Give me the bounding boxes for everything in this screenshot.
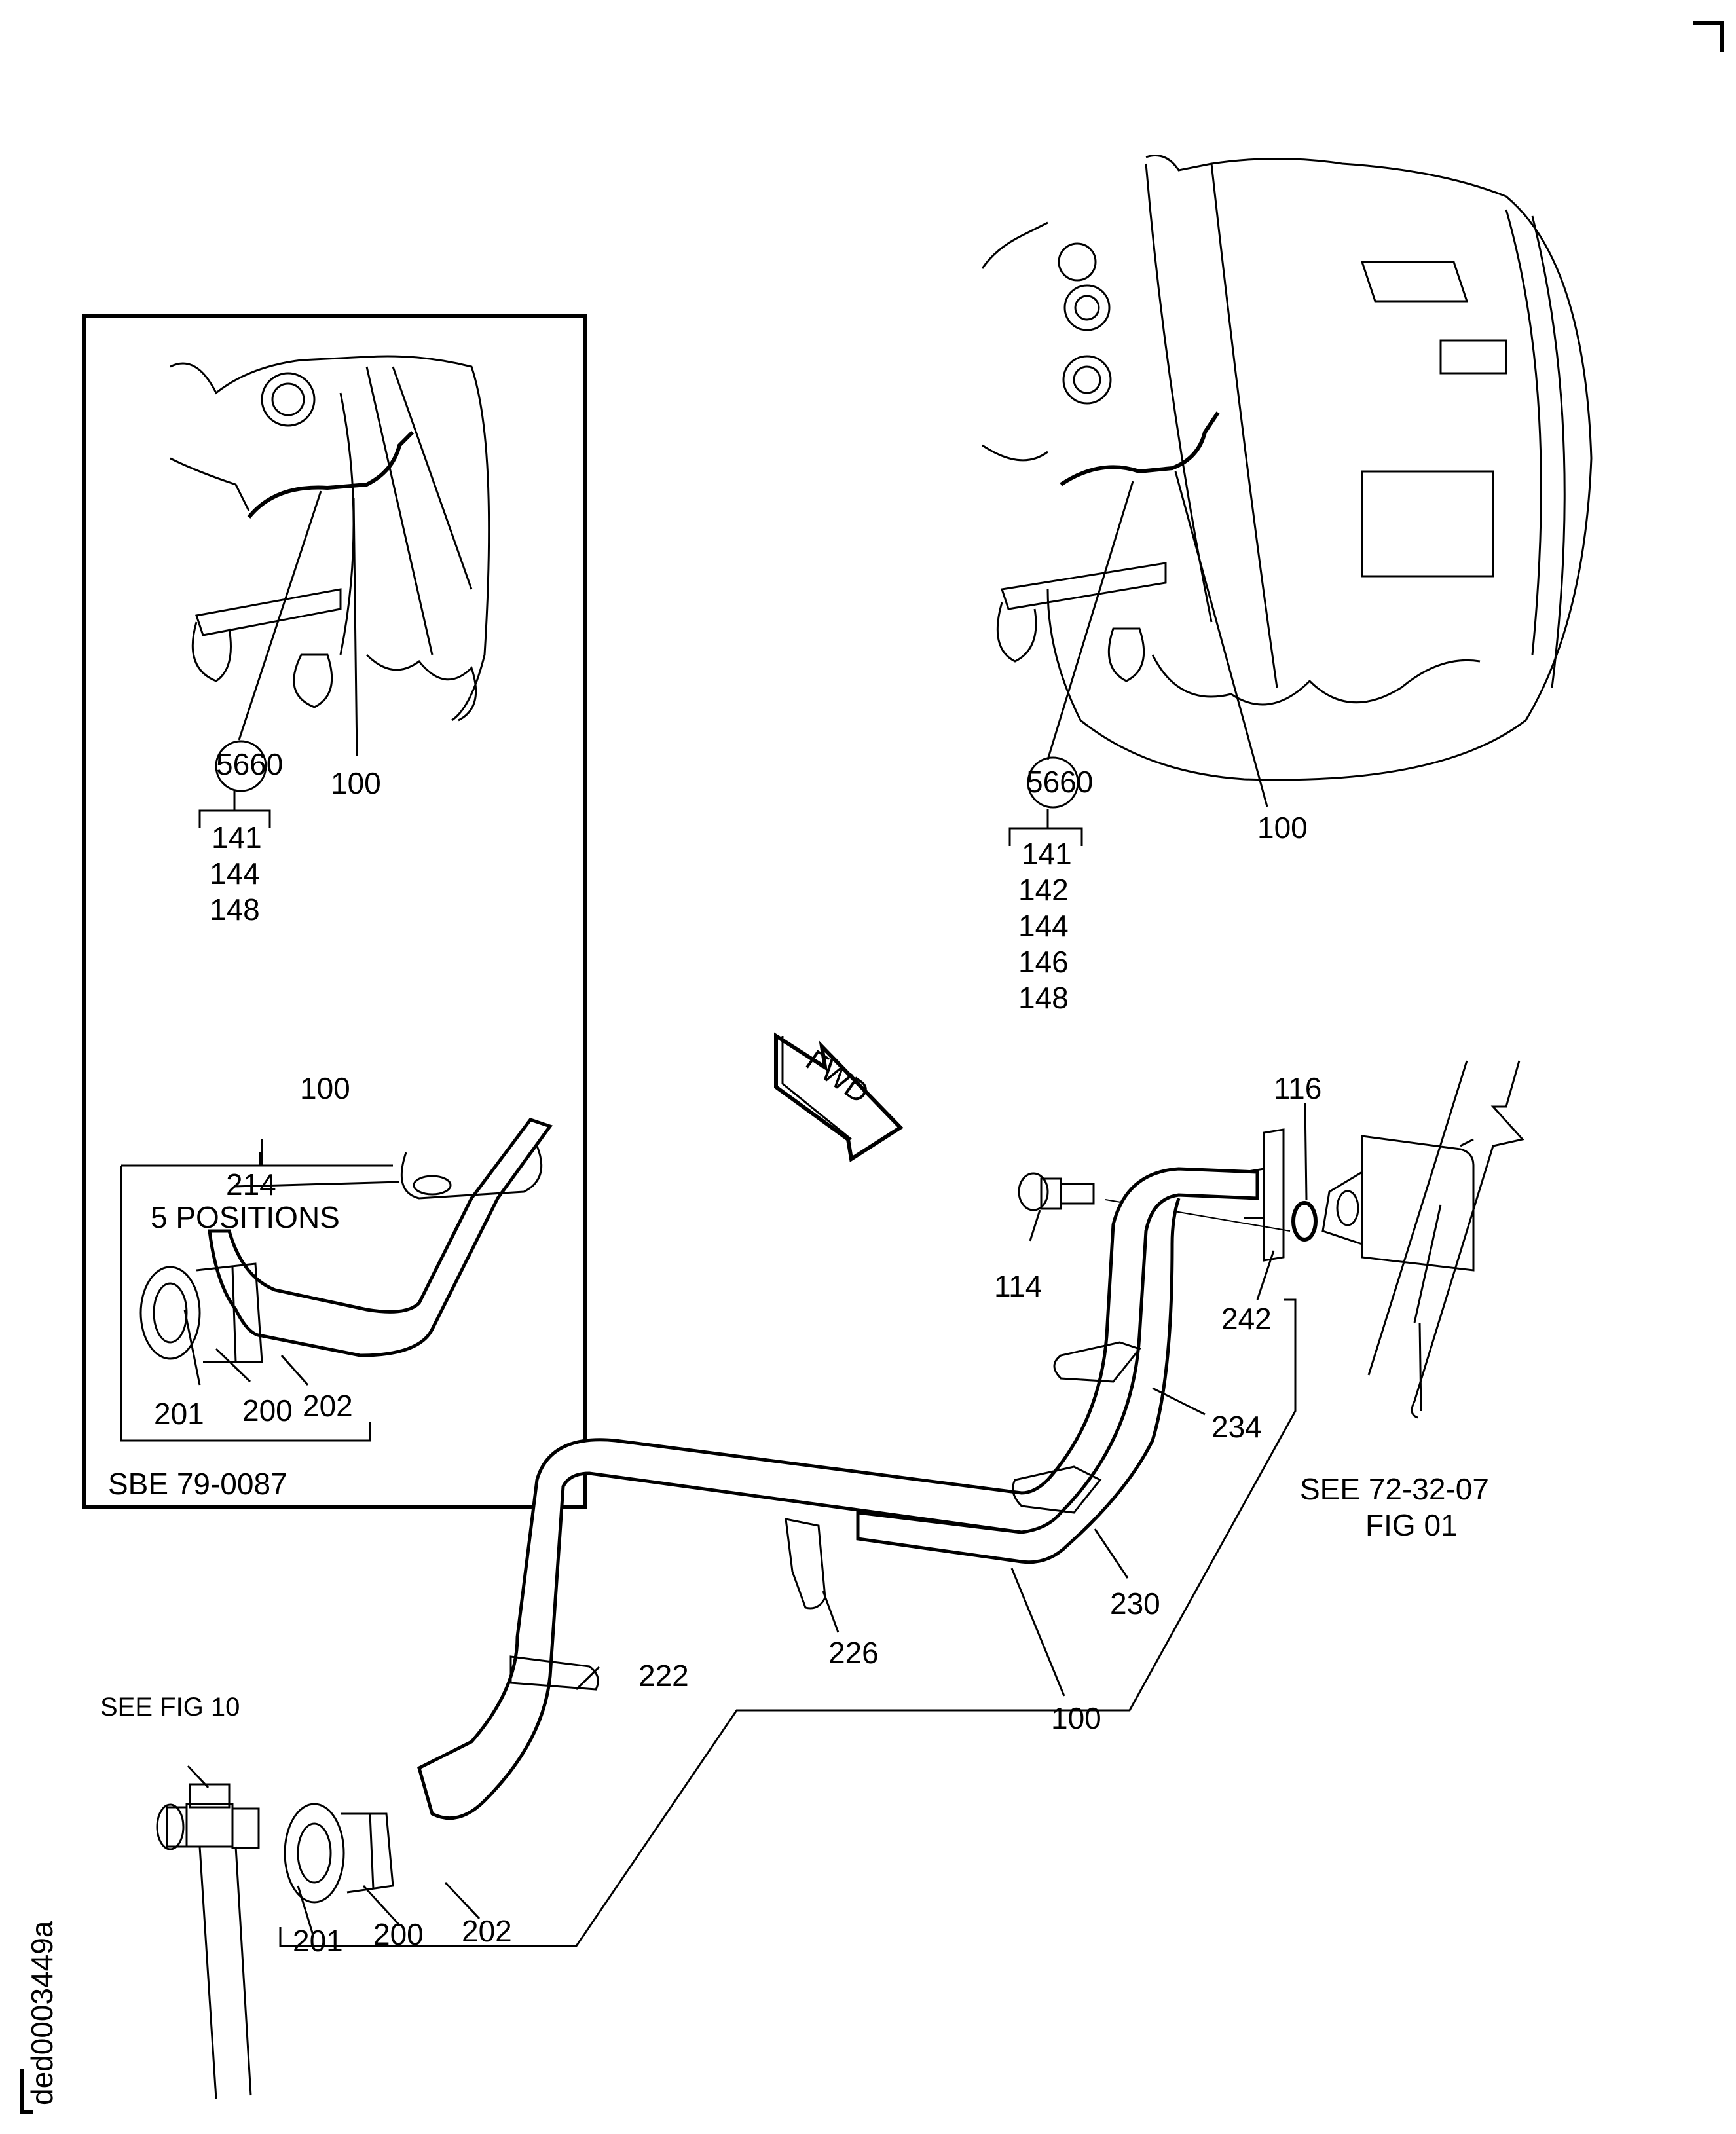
main-fitting <box>284 1803 394 1904</box>
callout-116: 116 <box>1274 1071 1321 1105</box>
inset-detail-frame-left <box>120 1166 289 1442</box>
inset-boss-note: 5 POSITIONS <box>151 1200 340 1234</box>
ref-72-32-07: SEE 72-32-07 <box>1300 1472 1489 1506</box>
inset-bracket-item-2: 148 <box>210 892 260 927</box>
main-tube-100 <box>417 1167 1259 1820</box>
corner-mark <box>1693 21 1724 52</box>
main-bracket-line <box>279 1298 1297 1947</box>
callout-234: 234 <box>1211 1410 1262 1444</box>
inset-tube-detail <box>139 1118 553 1363</box>
callout-242: 242 <box>1221 1302 1272 1336</box>
inset-fitting-callout-0: 201 <box>154 1397 204 1431</box>
leader-200 <box>362 1885 401 1926</box>
mounting-pad <box>1321 1135 1475 1272</box>
inset-tube-callout: 100 <box>331 766 381 800</box>
leader-100 <box>1010 1568 1065 1697</box>
fwd-arrow-icon <box>774 1032 904 1162</box>
main-bracket-item-1: 142 <box>1018 873 1069 907</box>
main-circled-callout-ring <box>1027 756 1079 809</box>
inset-fitting-callout-1: 200 <box>242 1393 293 1427</box>
leader-114 <box>1029 1209 1041 1242</box>
main-bracket-item-0: 141 <box>1022 837 1072 871</box>
leader-202 <box>444 1881 481 1920</box>
callout-230: 230 <box>1110 1587 1160 1621</box>
main-circled-callout: 5660 <box>1026 765 1093 799</box>
inset-fitting-callout-2: 202 <box>303 1389 353 1423</box>
leader-see-72-32-07 <box>1418 1322 1422 1412</box>
inset-detail-bracket <box>289 1422 371 1442</box>
inset-bracket-item-1: 144 <box>210 856 260 891</box>
main-leader-100 <box>1174 471 1268 807</box>
inset-bracket-item-0: 141 <box>212 820 262 855</box>
packing-116 <box>1291 1201 1318 1242</box>
inset-detail-frame-top <box>121 1152 393 1167</box>
doc-id-bracket <box>20 2069 33 2114</box>
inset-frame <box>82 314 587 1509</box>
tee-fitting <box>156 1783 260 2099</box>
main-engine-sketch <box>981 155 1593 781</box>
inset-circled-callout: 5660 <box>216 747 283 781</box>
callout-226: 226 <box>828 1636 879 1670</box>
callout-222: 222 <box>638 1659 689 1693</box>
clamp-234 <box>1053 1341 1141 1383</box>
main-bracket-item-4: 148 <box>1018 981 1069 1015</box>
leader-226 <box>822 1591 840 1633</box>
fwd-label: FWD <box>800 1043 876 1111</box>
main-bracket-item-3: 146 <box>1018 945 1069 979</box>
clamp-230 <box>1012 1465 1102 1514</box>
ref-fig-01: FIG 01 <box>1365 1508 1458 1542</box>
callout-100: 100 <box>1051 1701 1101 1735</box>
inset-effectivity-note: SBE 79-0087 <box>108 1467 287 1501</box>
inset-circled-callout-ring <box>215 740 267 792</box>
inset-engine-sketch <box>170 355 490 722</box>
inset-bracket <box>198 791 271 828</box>
leader-116 <box>1304 1103 1308 1200</box>
callout-114: 114 <box>994 1269 1042 1303</box>
clamp-226 <box>785 1518 826 1610</box>
main-leader-5660 <box>1046 481 1134 760</box>
leader-201 <box>297 1885 314 1936</box>
inset-leader-5660 <box>238 490 322 741</box>
callout-200: 200 <box>373 1917 424 1951</box>
main-bracket <box>1008 809 1083 846</box>
callout-201: 201 <box>293 1924 343 1958</box>
main-tube-callout-top: 100 <box>1257 811 1308 845</box>
inset-boss-callout: 214 <box>226 1168 276 1202</box>
main-bracket-item-2: 144 <box>1018 909 1069 943</box>
callout-202: 202 <box>462 1914 512 1948</box>
document-id: ded0003449a <box>25 1921 59 2105</box>
inset-assembly-callout: 100 <box>300 1071 350 1105</box>
clamp-222 <box>509 1655 599 1691</box>
leader-see-fig-10 <box>187 1765 210 1789</box>
leader-234 <box>1152 1387 1206 1416</box>
inset-leader-214 <box>233 1181 400 1188</box>
leader-242 <box>1256 1250 1275 1300</box>
bolt-114 <box>1018 1172 1095 1211</box>
leader-222 <box>575 1666 600 1691</box>
inset-leader-100 <box>352 497 358 757</box>
ref-see-fig-10: SEE FIG 10 <box>100 1693 240 1721</box>
leader-230 <box>1094 1528 1129 1579</box>
